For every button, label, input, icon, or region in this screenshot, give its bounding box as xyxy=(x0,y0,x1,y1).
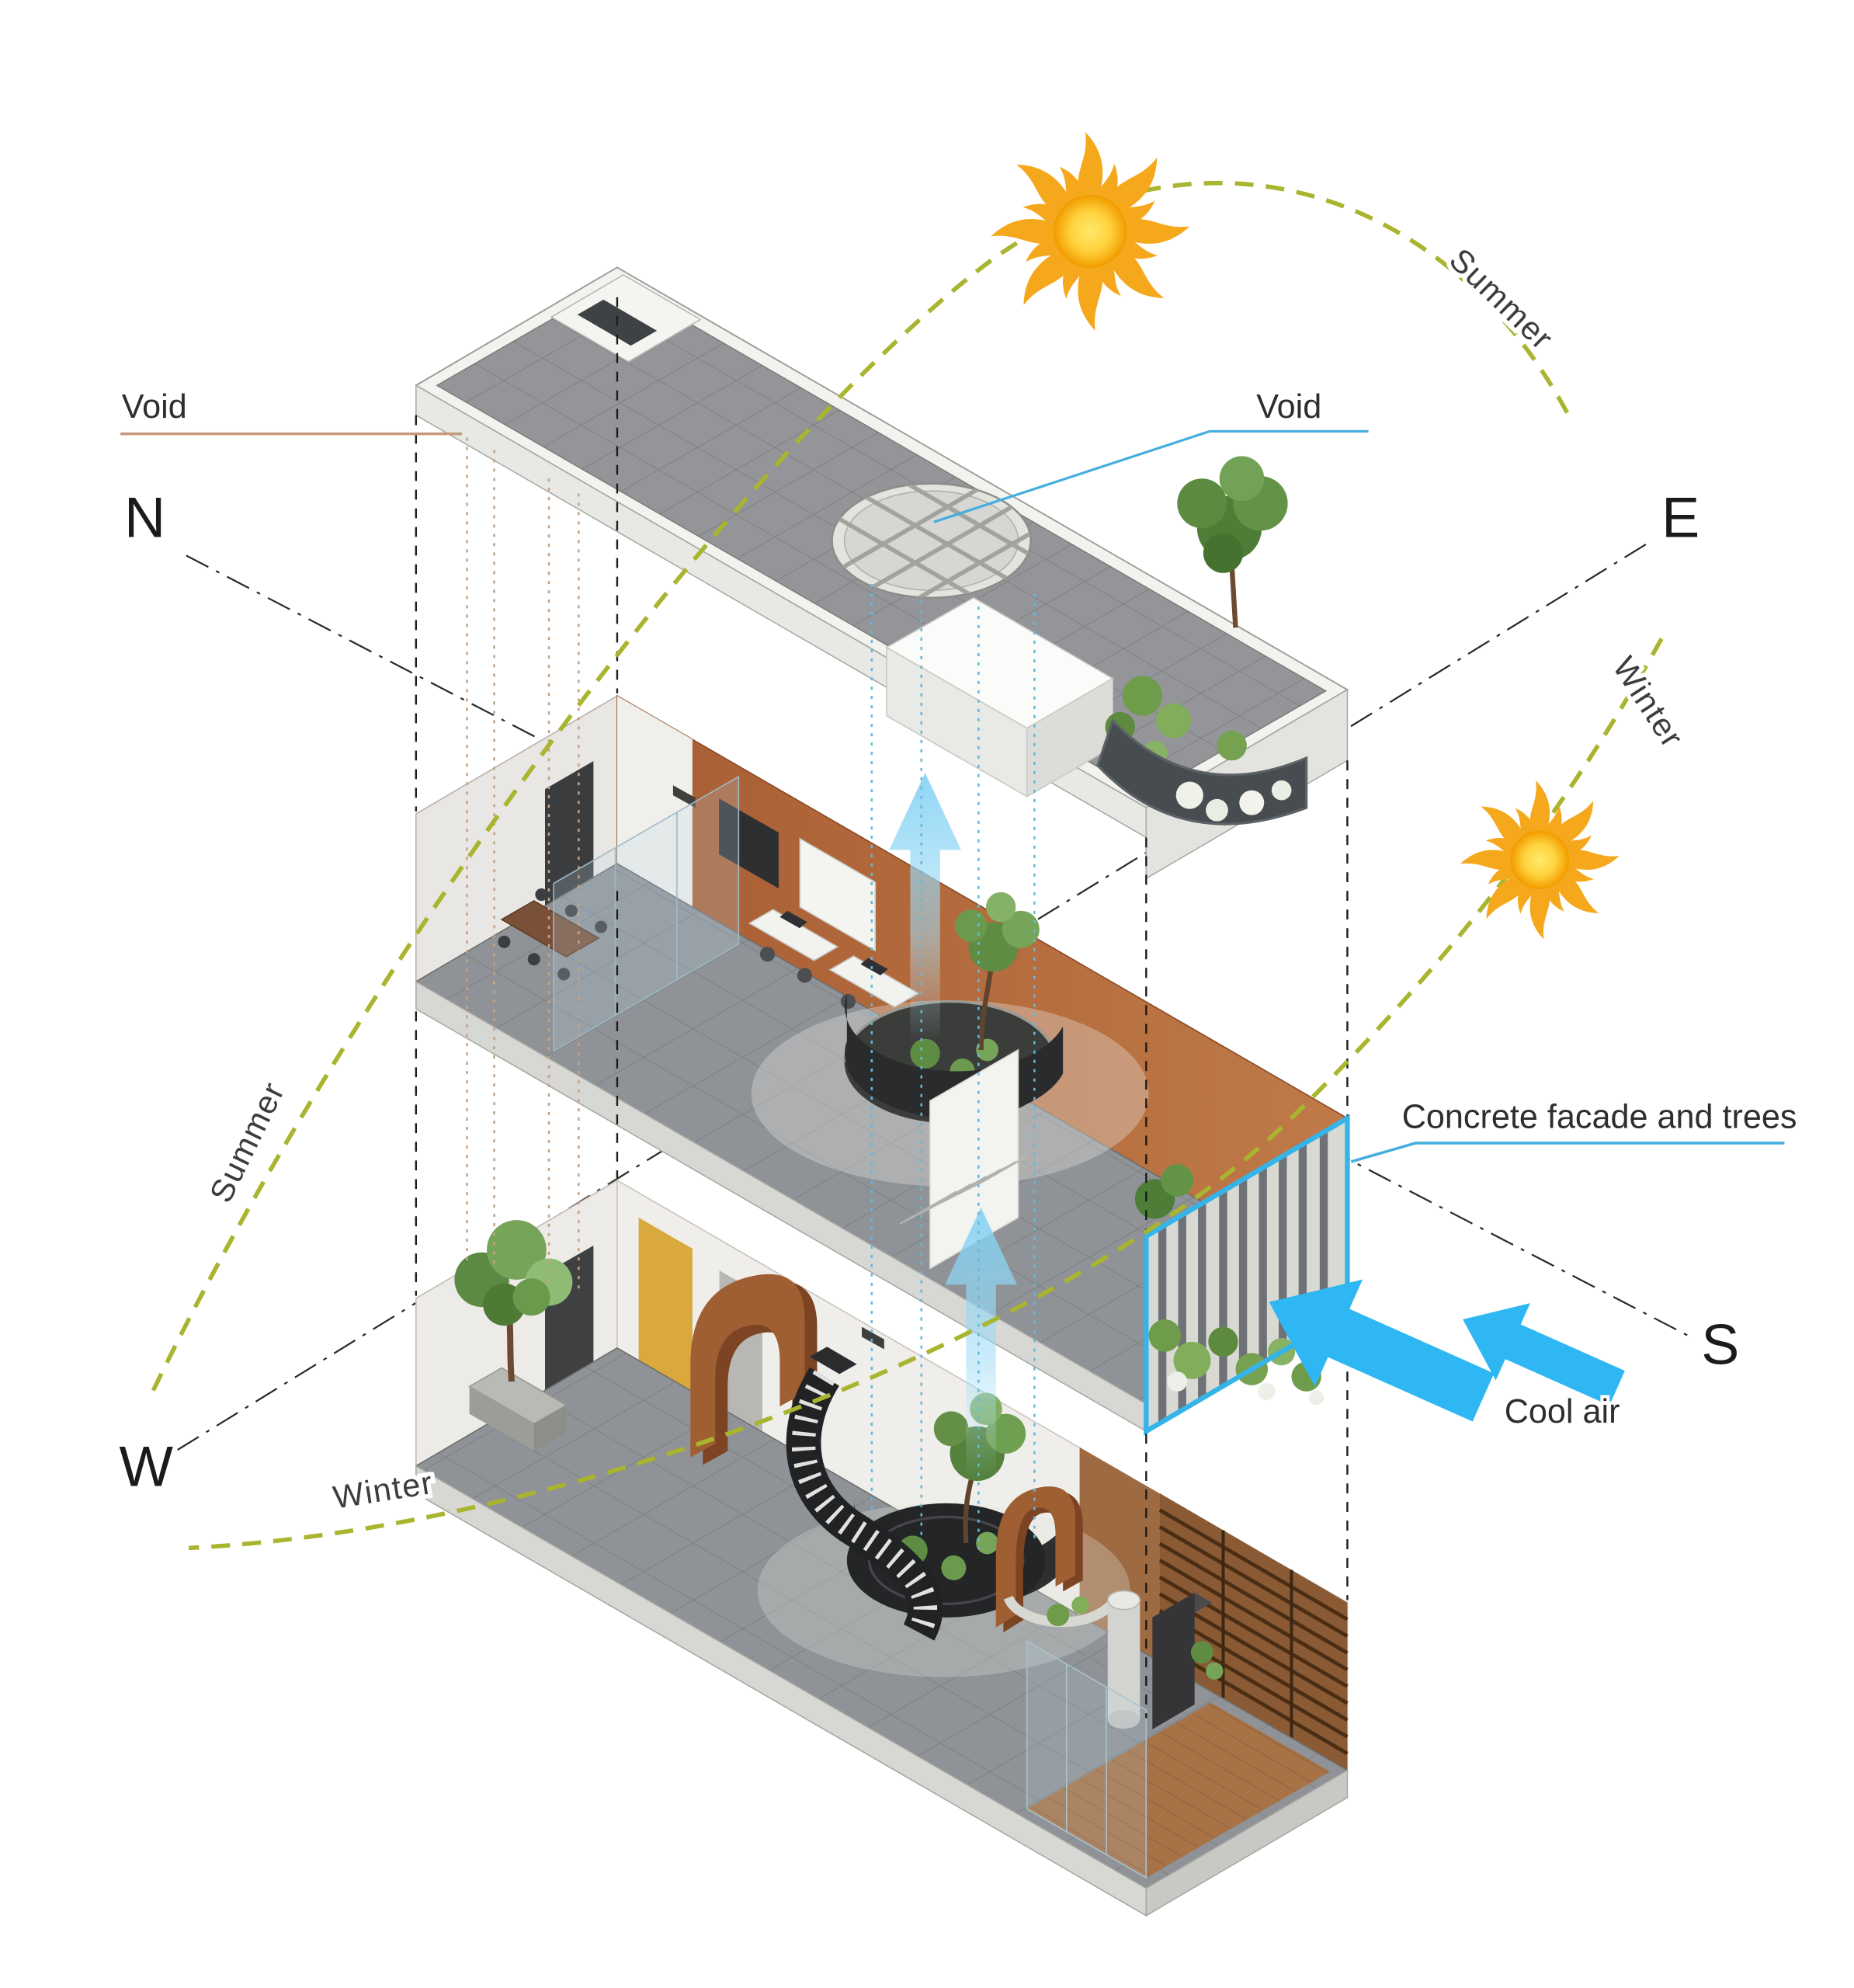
ground-column xyxy=(1106,1590,1141,1729)
label-void-circle: Void xyxy=(1256,388,1321,426)
sun-icon-winter xyxy=(1460,780,1620,940)
roof-garden xyxy=(1096,456,1308,825)
middle-meeting-table xyxy=(498,888,608,981)
ground-dark-kiosk xyxy=(1152,1592,1224,1729)
middle-wall-logo-mark xyxy=(672,785,696,808)
void-projection-lines-blue xyxy=(870,584,1036,1549)
middle-wall-whiteboard xyxy=(799,837,877,952)
floor-roof xyxy=(414,266,1349,880)
middle-glass-partition xyxy=(553,775,740,1052)
label-void-roof: Void xyxy=(122,388,187,426)
middle-facade-trees xyxy=(1134,1164,1325,1406)
ground-spiral-stair xyxy=(786,1347,943,1641)
sun-icon-summer xyxy=(991,132,1189,331)
label-summer-left: Summer xyxy=(202,1076,291,1208)
label-compass-east: E xyxy=(1661,485,1700,549)
ground-wall-gold-panel xyxy=(638,1217,693,1392)
label-compass-west: W xyxy=(120,1434,174,1498)
label-winter-left: Winter xyxy=(331,1464,436,1516)
label-facade: Concrete facade and trees xyxy=(1402,1099,1797,1136)
label-cool-air: Cool air xyxy=(1505,1393,1620,1430)
middle-airflow-arrow xyxy=(889,773,961,1041)
annotations: Void Void Concrete facade and trees N E … xyxy=(116,385,1800,1502)
middle-void-tree xyxy=(954,891,1040,972)
cool-air-arrow-large xyxy=(1269,1279,1495,1422)
ground-glass-front xyxy=(1026,1639,1147,1879)
middle-stairs xyxy=(899,1155,1029,1225)
cool-air-arrow-small xyxy=(1463,1303,1625,1406)
leader-facade xyxy=(1350,1142,1785,1163)
ground-west-tree xyxy=(454,1220,573,1451)
ground-wall-logo-mark xyxy=(862,1326,884,1350)
cool-air: Cool air xyxy=(1269,1279,1625,1434)
ground-arch-small xyxy=(995,1486,1083,1633)
roof-garden-flowers xyxy=(1175,780,1292,822)
leader-void-circle xyxy=(933,429,1369,523)
label-compass-south: S xyxy=(1701,1312,1739,1377)
middle-wall-tv xyxy=(719,798,779,889)
label-compass-north: N xyxy=(124,485,165,549)
winter-sun-path xyxy=(188,638,1664,1551)
ground-airflow-arrow xyxy=(945,1208,1017,1476)
ground-arch-large xyxy=(690,1274,818,1465)
middle-facade-concrete xyxy=(1134,1114,1350,1436)
middle-void-railing xyxy=(843,999,1057,1062)
summer-sun-path xyxy=(149,180,1569,1395)
label-winter-right: Winter xyxy=(1606,650,1691,754)
label-summer-right: Summer xyxy=(1443,241,1561,357)
roof-garden-tree xyxy=(1177,456,1288,628)
middle-wall-white-section xyxy=(616,696,693,908)
sun-icons xyxy=(991,132,1619,940)
ground-slab-front-se xyxy=(1145,1769,1349,1917)
floor-ground xyxy=(415,1179,1349,1917)
middle-west-wall-doorway xyxy=(545,761,594,908)
